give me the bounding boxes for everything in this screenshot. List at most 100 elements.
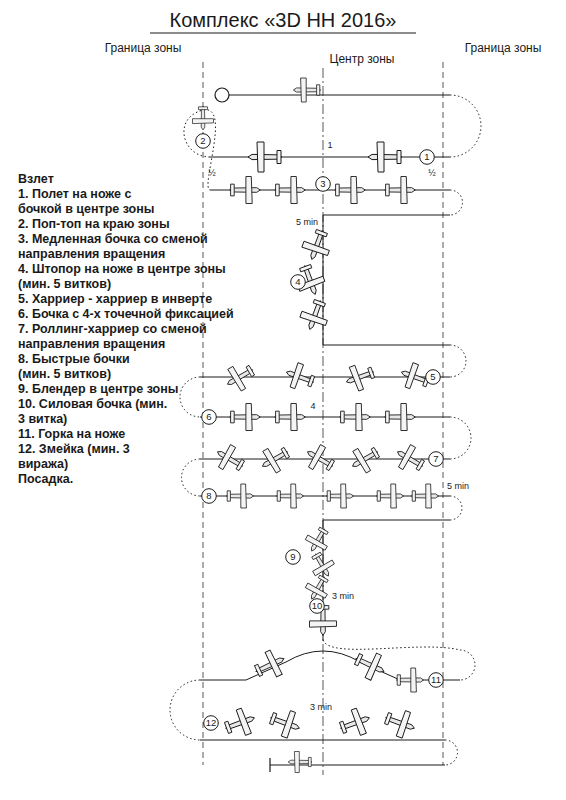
plane-wing — [351, 177, 357, 204]
plane-symbol — [226, 484, 253, 508]
number-circle — [316, 177, 331, 192]
figure-number: 10 — [309, 598, 325, 614]
plane-symbol — [221, 705, 259, 741]
plane-tail — [254, 664, 262, 676]
number-circle — [196, 134, 211, 149]
plane-symbol — [275, 177, 306, 204]
plane-symbol — [248, 142, 282, 172]
flight-path — [229, 95, 450, 96]
plane-tail — [397, 675, 400, 685]
plane-symbol — [276, 484, 303, 508]
plane-tail — [281, 447, 289, 458]
plane-tail — [412, 491, 415, 501]
number-circle — [286, 550, 301, 565]
number-circle — [426, 370, 441, 385]
plane-wing — [291, 177, 297, 204]
plane-tail — [341, 411, 345, 423]
plane-wing — [365, 653, 382, 680]
figure-list-item: 4. Штопор на ноже в центре зоны (мин. 5 … — [18, 262, 253, 292]
number-circle — [202, 489, 217, 504]
plane-wing — [398, 445, 416, 470]
plane-tail — [227, 491, 230, 501]
plane-wing — [401, 404, 407, 431]
figure-list-item: 5. Харриер - харриер в инверте — [18, 292, 253, 307]
figure-number: 4 — [290, 274, 306, 290]
plane-wing — [349, 365, 363, 391]
plane-symbol — [335, 177, 366, 204]
flight-path — [200, 740, 445, 741]
plane-symbol — [376, 484, 403, 508]
annotation-label: 5 min — [447, 482, 469, 492]
plane-wing — [341, 484, 347, 508]
plane-symbol — [256, 441, 294, 478]
plane-symbol — [275, 404, 306, 431]
annotation-label: 3 min — [310, 703, 332, 713]
start-circle — [215, 88, 229, 102]
annotation-label: 1 — [327, 141, 332, 151]
plane-tail — [308, 757, 311, 766]
number-text: 2 — [195, 133, 211, 149]
annotation-label: 3 min — [332, 592, 354, 602]
plane-symbol — [221, 359, 259, 396]
plane-tail — [354, 654, 362, 666]
plane-tail — [246, 365, 254, 376]
plane-wing — [193, 119, 214, 124]
plane-wing — [404, 363, 418, 389]
turn-path — [450, 496, 462, 520]
number-circle — [420, 150, 435, 165]
plane-symbol — [266, 705, 304, 741]
plane-tail — [312, 552, 322, 559]
plane-tail — [318, 527, 328, 534]
plane-symbol — [385, 404, 416, 431]
plane-symbol — [288, 752, 312, 773]
number-text: 6 — [201, 409, 217, 425]
turn-path — [184, 110, 216, 190]
figure-list-item: 8. Быстрые бочки (мин. 5 витков) — [18, 352, 158, 382]
plane-wing — [305, 583, 327, 599]
plane-symbol — [297, 296, 333, 334]
plane-wing — [246, 404, 252, 431]
plane-wing — [351, 708, 366, 736]
plane-tail — [371, 447, 379, 458]
figure-list-item: 3. Медленная бочка со сменой направления… — [18, 232, 253, 262]
figure-number: 2 — [195, 133, 211, 149]
plane-wing — [310, 621, 337, 627]
annotation-label: 5 min — [296, 218, 318, 228]
number-circle — [429, 673, 444, 688]
turn-path — [323, 640, 475, 680]
plane-tail — [377, 491, 380, 501]
plane-symbol — [340, 404, 371, 431]
title-underline — [150, 32, 416, 33]
plane-symbol — [396, 668, 423, 692]
number-circle — [291, 275, 306, 290]
annotation-label: 4 — [310, 402, 315, 412]
number-circle — [429, 452, 444, 467]
flight-path — [210, 157, 450, 158]
plane-symbol — [336, 705, 374, 741]
plane-wing — [294, 752, 299, 773]
turn-path — [445, 740, 457, 765]
plane-tail — [277, 151, 281, 164]
number-text: 11 — [428, 672, 444, 688]
turn-path — [450, 95, 481, 157]
figure-list-item: Взлет — [18, 172, 253, 187]
plane-symbol — [346, 441, 384, 478]
number-text: 1 — [419, 149, 435, 165]
plane-wing — [302, 241, 330, 256]
number-text: 12 — [203, 715, 219, 731]
annotation-label: Граница зоны — [465, 42, 542, 55]
plane-tail — [386, 184, 390, 196]
plane-wing — [426, 484, 432, 508]
plane-tail — [315, 229, 327, 236]
figure-number: 8 — [201, 488, 217, 504]
plane-symbol — [385, 177, 416, 204]
plane-tail — [198, 107, 207, 110]
plane-wing — [305, 535, 327, 551]
plane-tail — [300, 264, 312, 271]
plane-symbol — [301, 441, 339, 478]
number-text: 4 — [290, 274, 306, 290]
plane-wing — [228, 366, 246, 391]
annotation-label: Центр зоны — [330, 53, 395, 66]
number-circle — [204, 716, 219, 731]
